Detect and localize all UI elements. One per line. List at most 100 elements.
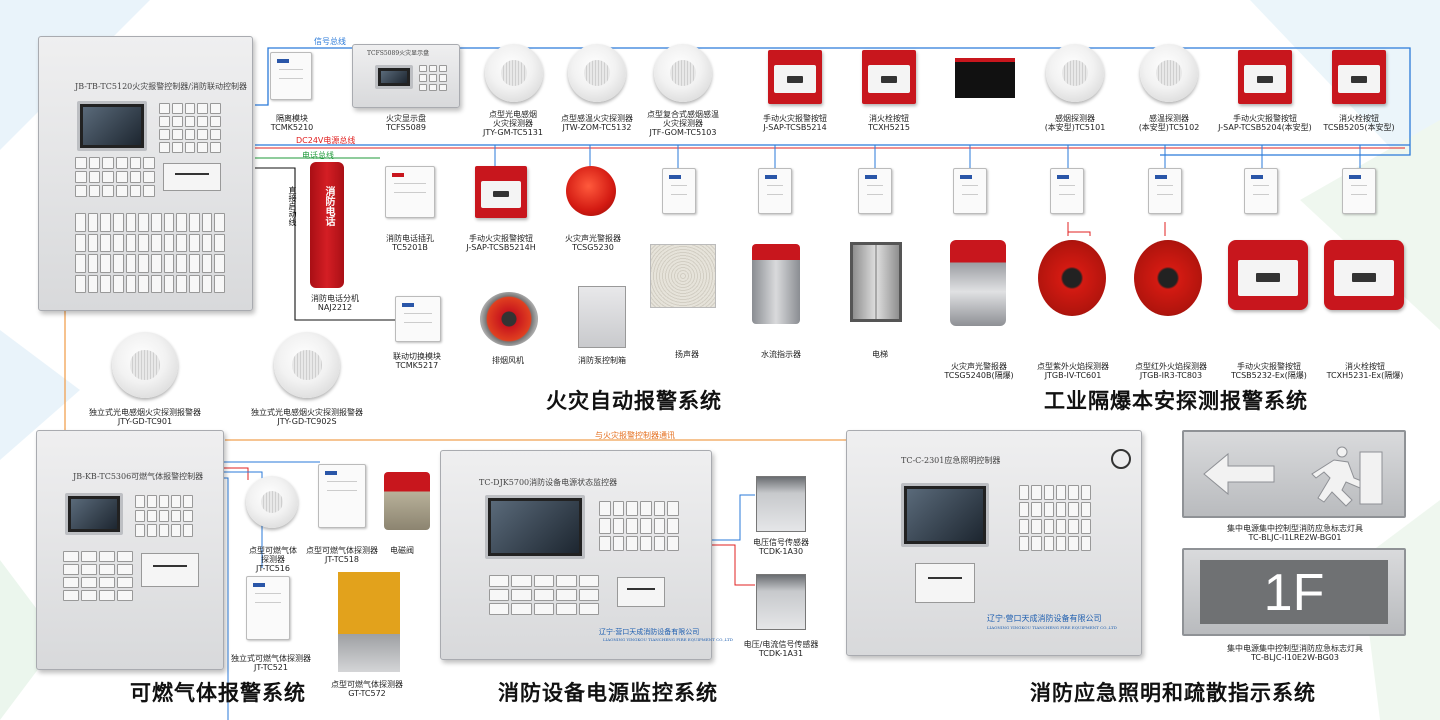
power-monitor-brand-en: LIAONING YINGKOU TIANCHENG FIRE EQUIPMEN… [603, 637, 733, 642]
phone-jack [385, 166, 435, 218]
io-module-alarm-ex [953, 168, 987, 214]
power-monitor-printer [617, 577, 665, 607]
linkage-switch-module [395, 296, 441, 342]
label-intrinsic-heat: 感温探测器(本安型)TC5102 [1138, 114, 1200, 132]
emergency-controller-printer [915, 563, 975, 603]
uv-flame-detector [1038, 240, 1106, 316]
gas-alarm-controller[interactable]: JB-KB-TC5306可燃气体报警控制器 [36, 430, 224, 670]
ccc-mark [1111, 449, 1131, 469]
io-module-uv [1050, 168, 1084, 214]
photoelectric-smoke-detector [485, 44, 543, 102]
gas-controller-title: JB-KB-TC5306可燃气体报警控制器 [73, 472, 204, 481]
power-monitor-brand: 辽宁·营口天成消防设备有限公司 [599, 628, 700, 636]
gas-controller-status-panel [63, 551, 133, 601]
power-monitor-screen [485, 495, 585, 559]
display-panel-screen [375, 65, 413, 89]
ex-manual-button [1228, 240, 1308, 310]
power-monitor-controller[interactable]: TC-DJK5700消防设备电源状态监控器 辽宁·营口天成消防设备有限公司 LI… [440, 450, 733, 660]
isolation-module [270, 52, 312, 100]
emergency-controller-screen [901, 483, 989, 547]
emergency-brand: 辽宁·营口天成消防设备有限公司 [987, 614, 1102, 623]
ex-hydrant-button [1324, 240, 1404, 310]
point-gas-detector-518 [318, 464, 366, 528]
fire-pump-control-box [578, 286, 626, 348]
hydrant-button [862, 50, 916, 104]
standalone-smoke-alarm-1 [112, 332, 178, 398]
gas-controller-keypad[interactable] [135, 495, 193, 537]
manual-alarm-button [768, 50, 822, 104]
io-module-flow [758, 168, 792, 214]
fire-controller-linkage-panel[interactable] [75, 213, 225, 293]
phone-extension-text: 消防电话 [323, 186, 334, 226]
exit-sign-arrow [1182, 430, 1406, 518]
power-monitor-keypad[interactable] [599, 501, 679, 551]
voltage-current-sensor [756, 574, 806, 630]
fire-controller-screen [77, 101, 147, 151]
emergency-brand-en: LIAONING YINGKOU TIANCHENG FIRE EQUIPMEN… [987, 625, 1117, 630]
voltage-sensor [756, 476, 806, 532]
elevator [850, 242, 902, 322]
emergency-controller-title: TC-C-2301应急照明控制器 [901, 456, 1001, 465]
power-monitor-title: TC-DJK5700消防设备电源状态监控器 [479, 478, 618, 487]
title-gas-system: 可燃气体报警系统 [130, 681, 306, 705]
floor-sign: 1F [1182, 548, 1406, 636]
gas-controller-screen [65, 493, 123, 535]
fire-alarm-controller[interactable]: JB-TB-TC5120火灾报警控制器/消防联动控制器 [38, 36, 253, 311]
fire-display-panel: TCFS5089火灾显示盘 [352, 44, 460, 108]
emergency-lighting-controller[interactable]: TC-C-2301应急照明控制器 辽宁·营口天成消防设备有限公司 LIAONIN… [846, 430, 1142, 656]
title-emergency-system: 消防应急照明和疏散指示系统 [1030, 681, 1316, 705]
intrinsic-manual-button [1238, 50, 1292, 104]
io-module-speaker [662, 168, 696, 214]
fire-phone-extension [310, 162, 344, 288]
standalone-gas-detector [246, 576, 290, 640]
label-elevator: 电梯 [872, 350, 888, 359]
label-pump-box: 消防泵控制箱 [578, 356, 626, 365]
fire-controller-printer [163, 163, 221, 191]
direct-start-line [255, 167, 395, 321]
io-module-manual-ex [1244, 168, 1278, 214]
fire-controller-title: JB-TB-TC5120火灾报警控制器/消防联动控制器 [75, 82, 247, 91]
composite-detector [654, 44, 712, 102]
label-intrinsic-smoke: 感烟探测器(本安型)TC5101 [1044, 114, 1106, 132]
io-module-ir [1148, 168, 1182, 214]
label-speaker: 扬声器 [675, 350, 699, 359]
floor-number: 1F [1263, 564, 1325, 622]
manual-alarm-button-h [475, 166, 527, 218]
emergency-controller-keypad[interactable] [1019, 485, 1091, 551]
smoke-exhaust-fan [480, 292, 538, 346]
fire-controller-keypad[interactable] [159, 103, 221, 153]
standalone-smoke-alarm-2 [274, 332, 340, 398]
title-fire-system: 火灾自动报警系统 [546, 389, 722, 413]
signal-bus-label: 信号总线 [314, 37, 346, 46]
direct-start-label: 直接启动线 [288, 186, 297, 226]
water-flow-indicator [752, 244, 800, 324]
label-solenoid-valve: 电磁阀 [390, 546, 414, 555]
